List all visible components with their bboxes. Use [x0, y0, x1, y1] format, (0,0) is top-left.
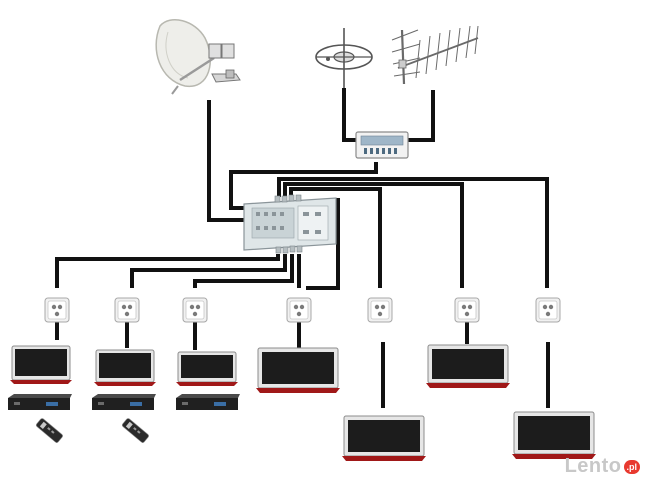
cables	[55, 88, 550, 408]
tv-icon	[512, 411, 596, 459]
antenna-amplifier-icon	[355, 131, 409, 159]
wall-socket-icon	[367, 297, 393, 323]
set-top-box-icon	[176, 394, 240, 410]
multiswitch-icon	[243, 194, 337, 254]
watermark-text: Lento	[564, 454, 622, 477]
watermark-badge: .pl	[623, 460, 640, 474]
tv-icon	[10, 345, 72, 384]
remote-control-icon	[122, 418, 149, 443]
tv-icon	[426, 344, 510, 388]
wall-socket-icon	[114, 297, 140, 323]
tv-icon	[176, 351, 238, 386]
wall-socket-icon	[454, 297, 480, 323]
remote-control-icon	[36, 418, 63, 443]
tv-icon	[342, 415, 426, 461]
cable-multiswitch-socket4b	[306, 198, 340, 290]
satellite-dish-icon	[155, 19, 241, 95]
cable-round-antenna-amp	[342, 88, 356, 142]
tv-icon	[256, 347, 340, 393]
set-top-box-icon	[92, 394, 156, 410]
wall-socket-icon	[44, 297, 70, 323]
wall-socket-icon	[535, 297, 561, 323]
wall-sockets	[44, 297, 561, 323]
watermark: Lento .pl	[565, 454, 640, 478]
cable-multiswitch-socket6	[283, 182, 464, 288]
cable-dish-multiswitch	[207, 100, 244, 222]
wall-socket-icon	[286, 297, 312, 323]
cable-multiswitch-socket1	[55, 254, 280, 288]
cable-multiswitch-socket2	[130, 254, 287, 288]
wall-socket-icon	[182, 297, 208, 323]
set-top-box-icon	[8, 394, 72, 410]
tv-icon	[94, 349, 156, 386]
cable-amp-multiswitch	[229, 162, 378, 210]
cable-yagi-antenna-amp	[408, 90, 435, 142]
round-tv-antenna-icon	[315, 28, 373, 88]
cable-multiswitch-socket5	[289, 187, 382, 288]
receivers	[8, 394, 240, 410]
yagi-tv-antenna-icon	[391, 25, 479, 85]
televisions	[10, 344, 596, 461]
cable-multiswitch-socket3	[193, 254, 294, 288]
cable-multiswitch-socket7	[277, 177, 549, 288]
remotes	[36, 418, 149, 443]
